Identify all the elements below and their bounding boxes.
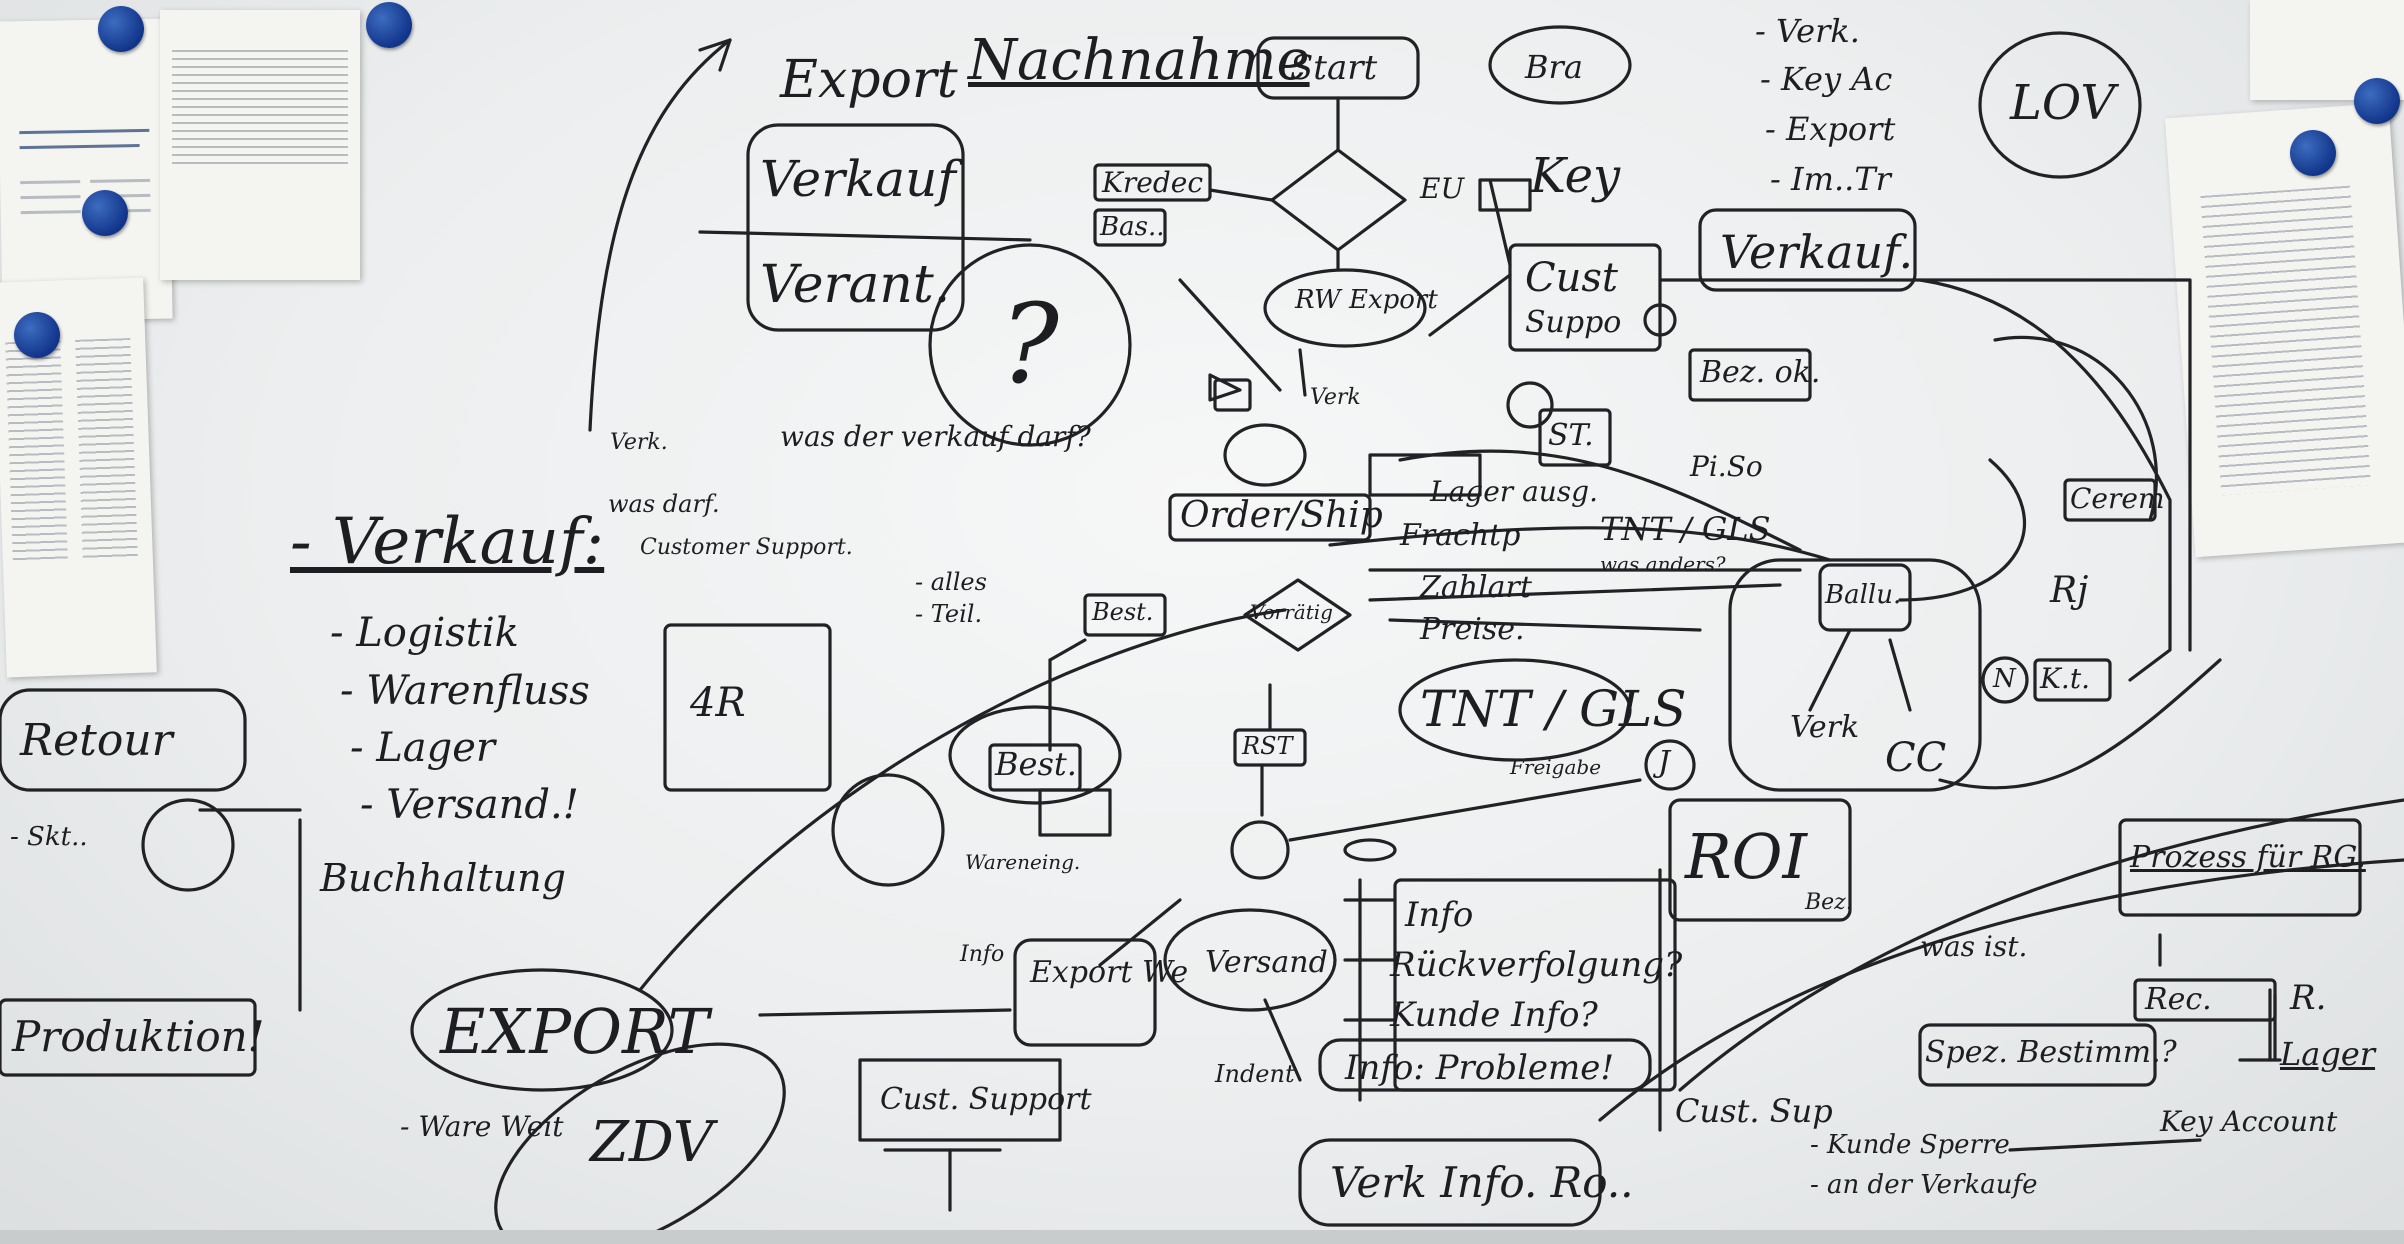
note-was-der-verkauf-darf: was der verkauf darf? <box>780 420 1091 453</box>
info-list-3: Kunde Info? <box>1390 995 1598 1035</box>
magnet-2 <box>366 2 412 48</box>
export-big: EXPORT <box>440 995 709 1068</box>
question-big: ? <box>1000 280 1059 408</box>
tnt-gls-small: TNT / GLS <box>1600 510 1771 548</box>
note-im-tr: - Im..Tr <box>1770 160 1891 198</box>
export-header: Export <box>780 50 958 110</box>
roi-label: ROI <box>1685 820 1808 893</box>
versand-circle: Versand <box>1205 945 1328 980</box>
note-key-acc: - Key Ac <box>1760 60 1893 98</box>
pi-so: Pi.So <box>1690 450 1763 483</box>
cerem-box: Cerem <box>2070 482 2165 515</box>
rst-box: RST <box>1242 732 1293 760</box>
export-we: Export We <box>1030 955 1189 990</box>
box-4r: 4R <box>690 680 746 726</box>
key-label: Key <box>1530 148 1621 204</box>
produktion-label: Produktion! <box>12 1012 265 1061</box>
kreditor-box: Kredec <box>1102 166 1204 199</box>
whiteboard-frame <box>0 1230 2404 1244</box>
ballung-box: Ballu. <box>1825 580 1902 610</box>
alles-teil-1: - alles <box>915 568 987 596</box>
item-lager: - Lager <box>350 725 496 771</box>
rec-label: Rec. <box>2145 982 2212 1017</box>
skt-label: - Skt.. <box>10 822 88 852</box>
lager-ausg: Lager ausg. <box>1430 475 1598 508</box>
an-der-verkaufe: - an der Verkaufe <box>1810 1170 2038 1200</box>
cust-support-line1: Cust <box>1525 255 1618 301</box>
j-circle: J <box>1658 745 1671 780</box>
verk-circle: Verk <box>1790 710 1860 745</box>
cust-sup-label: Cust. Sup <box>1675 1092 1833 1130</box>
fracht: Frachtp <box>1400 518 1521 553</box>
verkauf-top-right: Verkauf. <box>1720 225 1914 279</box>
start-node: Start <box>1290 48 1378 88</box>
was-ist: was ist. <box>1920 930 2028 963</box>
wareneing: Wareneing. <box>965 850 1081 874</box>
verkauf-heading: - Verkauf: <box>290 505 605 579</box>
key-account: Key Account <box>2160 1105 2338 1138</box>
verant-label: Verant. <box>760 255 951 315</box>
note-export: - Export <box>1765 110 1896 148</box>
rj-label: Rj <box>2050 570 2089 611</box>
tnt-gls-big: TNT / GLS <box>1420 680 1687 738</box>
cc-circle: CC <box>1885 735 1947 781</box>
retour-label: Retour <box>20 715 173 766</box>
bez-ok: Bez. ok. <box>1700 355 1821 390</box>
n-circle: N <box>1993 664 2016 694</box>
nachnahme-heading: Nachnahme <box>968 28 1310 93</box>
verk-node: Verk <box>1310 385 1361 410</box>
eu-label: EU <box>1420 172 1465 205</box>
r-label: R. <box>2290 978 2327 1018</box>
cust-support-bottom: Cust. Support <box>880 1082 1092 1117</box>
spez-bestimm: Spez. Bestimm.? <box>1925 1035 2177 1070</box>
verk-info-ro: Verk Info. Ro.. <box>1330 1158 1634 1207</box>
magnet-6 <box>2354 78 2400 124</box>
prozess-label: Prozess für RG. <box>2130 840 2366 875</box>
order-ship-box: Order/Ship <box>1180 495 1383 536</box>
cust-support-line2: Suppo <box>1525 305 1622 340</box>
was-anders: was anders? <box>1600 552 1726 576</box>
freigabe: Freigabe <box>1510 755 1602 779</box>
preise: Preise. <box>1420 612 1525 647</box>
note-verk: Verk. <box>610 430 668 455</box>
magnet-1 <box>98 6 144 52</box>
note-customer-support: Customer Support. <box>640 535 853 560</box>
zdv-label: ZDV <box>590 1110 714 1175</box>
item-buchhaltung: Buchhaltung <box>320 856 566 900</box>
info-list-2: Rückverfolgung? <box>1390 945 1683 985</box>
kunde-sperre: - Kunde Sperre <box>1810 1130 2010 1160</box>
st-box: ST. <box>1548 418 1594 453</box>
zahlart: Zahlart <box>1420 570 1532 605</box>
info-small-label: Info <box>960 942 1005 967</box>
magnet-3 <box>82 190 128 236</box>
magnet-5 <box>2290 130 2336 176</box>
lager-label: Lager <box>2280 1035 2376 1073</box>
bas-box: Bas.. <box>1100 212 1165 242</box>
alles-teil-2: - Teil. <box>915 600 983 628</box>
note-was-darf: was darf. <box>608 490 720 518</box>
item-logistik: - Logistik <box>330 610 519 656</box>
rw-export-node: RW Export <box>1295 285 1438 315</box>
verkauf-box-top: Verkauf <box>760 150 956 208</box>
info-list-1: Info <box>1405 895 1474 935</box>
info-list-4: Info: Probleme! <box>1345 1048 1615 1088</box>
bez-label: Bez. <box>1805 890 1853 915</box>
lov-circle: LOV <box>2010 75 2116 131</box>
vorratig-diamond: Vorrätig <box>1250 600 1333 624</box>
item-versand: - Versand.! <box>360 782 579 828</box>
indent-label: Indent <box>1215 1060 1295 1088</box>
key-bubble: Bra <box>1525 48 1583 86</box>
ware-weit: - Ware Weit <box>400 1110 564 1143</box>
best-box: Best. <box>1092 598 1154 626</box>
best-circle: Best. <box>995 745 1077 783</box>
magnet-4 <box>14 312 60 358</box>
pinned-table-sheet <box>160 10 360 280</box>
note-verk-top: - Verk. <box>1755 12 1860 50</box>
item-warenfluss: - Warenfluss <box>340 668 590 714</box>
kt-box: K.t. <box>2040 662 2090 695</box>
